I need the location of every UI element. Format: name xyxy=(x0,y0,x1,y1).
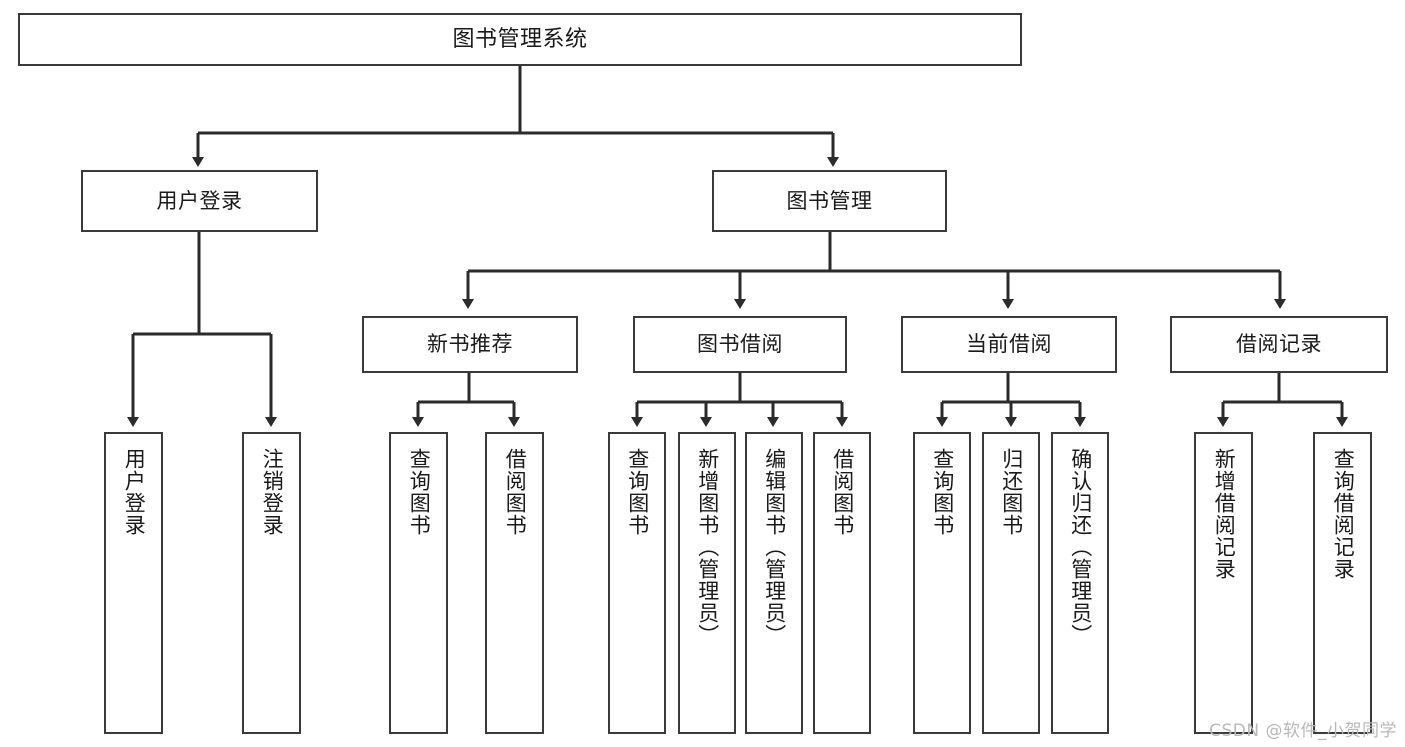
node-leaf-query-record[interactable]: 查询借阅记录 xyxy=(1313,432,1372,734)
node-current-borrow[interactable]: 当前借阅 xyxy=(901,316,1117,373)
node-new-book-recommend[interactable]: 新书推荐 xyxy=(362,316,578,373)
node-leaf-query-book-1[interactable]: 查询图书 xyxy=(389,432,448,734)
node-leaf-query-book-1-label: 查询图书 xyxy=(407,448,432,536)
node-leaf-borrow-book-1[interactable]: 借阅图书 xyxy=(485,432,544,734)
node-leaf-confirm-return[interactable]: 确认归还（管理员） xyxy=(1051,432,1109,734)
node-leaf-user-login-label: 用户登录 xyxy=(122,448,147,536)
node-leaf-borrow-book-2-label: 借阅图书 xyxy=(830,448,855,536)
node-book-manage[interactable]: 图书管理 xyxy=(712,170,947,232)
node-root[interactable]: 图书管理系统 xyxy=(18,13,1022,66)
node-user-login[interactable]: 用户登录 xyxy=(81,170,318,232)
node-leaf-edit-book[interactable]: 编辑图书（管理员） xyxy=(745,432,803,734)
node-leaf-borrow-book-2[interactable]: 借阅图书 xyxy=(813,432,871,734)
node-book-manage-label: 图书管理 xyxy=(786,188,873,213)
node-new-book-recommend-label: 新书推荐 xyxy=(427,332,513,357)
node-leaf-add-book[interactable]: 新增图书（管理员） xyxy=(678,432,736,734)
node-root-label: 图书管理系统 xyxy=(452,26,588,52)
node-borrow-record[interactable]: 借阅记录 xyxy=(1170,316,1388,373)
node-leaf-return-book[interactable]: 归还图书 xyxy=(982,432,1040,734)
node-leaf-logout-login-label: 注销登录 xyxy=(260,448,285,536)
node-borrow-record-label: 借阅记录 xyxy=(1236,332,1322,357)
node-leaf-add-record[interactable]: 新增借阅记录 xyxy=(1194,432,1253,734)
node-book-borrow-label: 图书借阅 xyxy=(697,332,783,357)
node-leaf-logout-login[interactable]: 注销登录 xyxy=(242,432,301,734)
node-leaf-confirm-return-label: 确认归还（管理员） xyxy=(1068,448,1093,646)
node-book-borrow[interactable]: 图书借阅 xyxy=(633,316,847,373)
node-leaf-query-book-2[interactable]: 查询图书 xyxy=(608,432,666,734)
node-leaf-edit-book-label: 编辑图书（管理员） xyxy=(762,448,787,646)
node-leaf-user-login[interactable]: 用户登录 xyxy=(104,432,163,734)
node-leaf-return-book-label: 归还图书 xyxy=(999,448,1024,536)
node-leaf-add-book-label: 新增图书（管理员） xyxy=(695,448,720,646)
node-leaf-add-record-label: 新增借阅记录 xyxy=(1212,448,1237,580)
node-current-borrow-label: 当前借阅 xyxy=(966,332,1052,357)
node-leaf-query-book-3[interactable]: 查询图书 xyxy=(913,432,971,734)
node-user-login-label: 用户登录 xyxy=(156,188,243,213)
node-leaf-query-book-3-label: 查询图书 xyxy=(930,448,955,536)
node-leaf-query-book-2-label: 查询图书 xyxy=(625,448,650,536)
node-leaf-query-record-label: 查询借阅记录 xyxy=(1331,448,1356,580)
node-leaf-borrow-book-1-label: 借阅图书 xyxy=(503,448,528,536)
csdn-watermark: CSDN @软件_小贺同学 xyxy=(1209,721,1397,741)
